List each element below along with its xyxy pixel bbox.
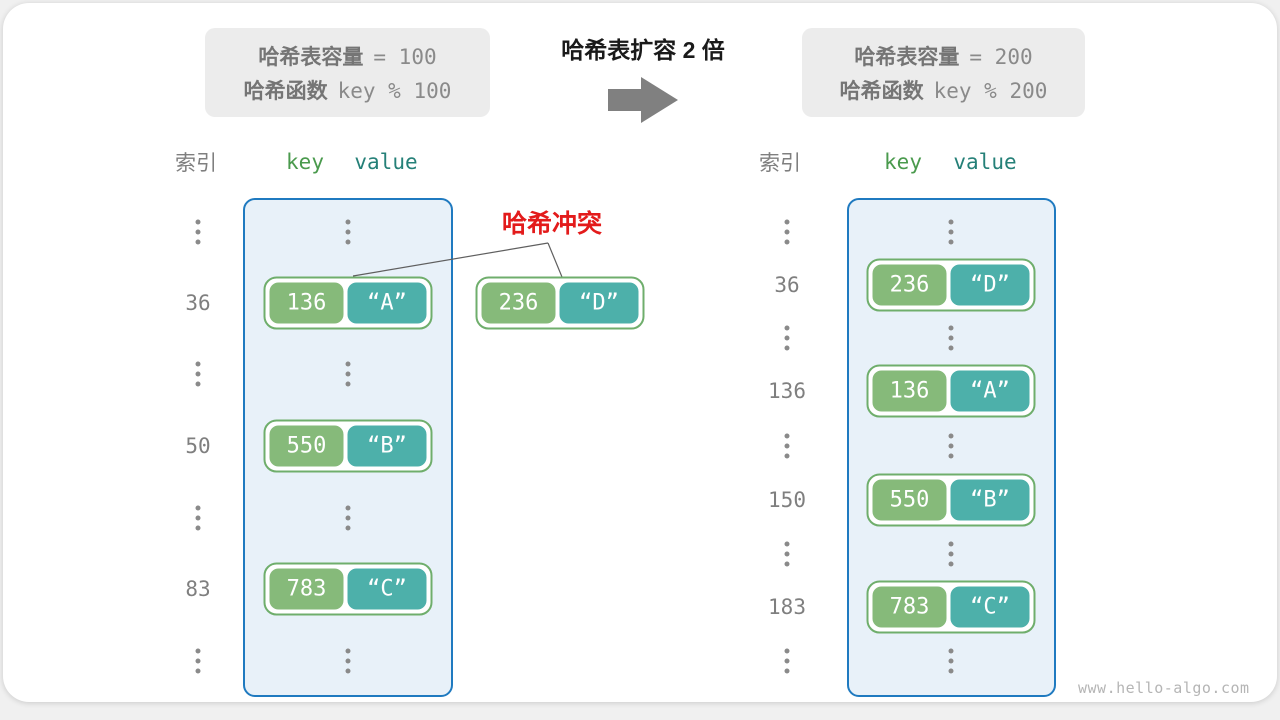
index-header-after: 索引	[759, 152, 801, 175]
capacity-value: = 100	[373, 44, 437, 69]
value-cell: “B”	[347, 425, 427, 467]
value-cell: “A”	[347, 282, 427, 324]
ellipsis-icon	[784, 219, 790, 245]
expand-arrow-icon	[608, 77, 678, 123]
ellipsis-icon	[784, 325, 790, 351]
ellipsis-icon	[195, 648, 201, 674]
capacity-label: 哈希表容量	[854, 45, 960, 69]
ellipsis-icon	[948, 433, 954, 459]
capacity-value: = 200	[969, 44, 1033, 69]
ellipsis-icon	[784, 433, 790, 459]
key-cell: 550	[269, 425, 344, 467]
key-cell: 236	[481, 282, 556, 324]
ellipsis-icon	[195, 219, 201, 245]
index-label: 136	[768, 379, 806, 403]
key-header-before: key	[286, 150, 324, 174]
value-cell: “C”	[950, 586, 1030, 628]
diagram-canvas	[3, 3, 1277, 702]
value-cell: “D”	[950, 264, 1030, 306]
expand-title: 哈希表扩容 2 倍	[561, 37, 725, 63]
ellipsis-icon	[195, 505, 201, 531]
hash-function-label: 哈希函数	[839, 79, 924, 103]
collision-label: 哈希冲突	[501, 210, 603, 238]
key-cell: 136	[872, 370, 947, 412]
info-box-after: 哈希表容量 = 200 哈希函数 key % 200	[802, 28, 1085, 117]
index-label: 183	[768, 595, 806, 619]
kv-pair-collision: 236 “D”	[475, 276, 645, 330]
ellipsis-icon	[948, 219, 954, 245]
key-cell: 236	[872, 264, 947, 306]
ellipsis-icon	[345, 219, 351, 245]
value-header-before: value	[354, 150, 418, 174]
hash-function-line: 哈希函数 key % 200	[840, 75, 1048, 105]
ellipsis-icon	[345, 648, 351, 674]
hash-function-label: 哈希函数	[243, 79, 328, 103]
ellipsis-icon	[948, 648, 954, 674]
value-cell: “C”	[347, 568, 427, 610]
index-label: 150	[768, 488, 806, 512]
ellipsis-icon	[195, 361, 201, 387]
key-cell: 136	[269, 282, 344, 324]
index-label: 36	[774, 273, 800, 297]
ellipsis-icon	[948, 541, 954, 567]
kv-pair: 783 “C”	[263, 562, 433, 616]
value-cell: “D”	[559, 282, 639, 324]
info-box-before: 哈希表容量 = 100 哈希函数 key % 100	[205, 28, 490, 117]
value-header-after: value	[953, 150, 1017, 174]
index-header-before: 索引	[175, 152, 217, 175]
ellipsis-icon	[784, 648, 790, 674]
hash-function-value: key % 100	[337, 78, 452, 103]
key-cell: 783	[269, 568, 344, 610]
key-cell: 550	[872, 479, 947, 521]
key-cell: 783	[872, 586, 947, 628]
kv-pair: 550 “B”	[263, 419, 433, 473]
kv-pair: 550 “B”	[866, 473, 1036, 527]
key-header-after: key	[884, 150, 922, 174]
kv-pair: 783 “C”	[866, 580, 1036, 634]
kv-pair: 236 “D”	[866, 258, 1036, 312]
index-label: 83	[185, 577, 211, 601]
value-cell: “B”	[950, 479, 1030, 521]
value-cell: “A”	[950, 370, 1030, 412]
capacity-line: 哈希表容量 = 200	[854, 41, 1032, 71]
hash-function-line: 哈希函数 key % 100	[244, 75, 452, 105]
index-label: 50	[185, 434, 211, 458]
kv-pair: 136 “A”	[263, 276, 433, 330]
kv-pair: 136 “A”	[866, 364, 1036, 418]
ellipsis-icon	[948, 325, 954, 351]
capacity-line: 哈希表容量 = 100	[258, 41, 436, 71]
ellipsis-icon	[345, 361, 351, 387]
index-label: 36	[185, 291, 211, 315]
ellipsis-icon	[784, 541, 790, 567]
ellipsis-icon	[345, 505, 351, 531]
watermark: www.hello-algo.com	[1078, 679, 1250, 697]
hash-function-value: key % 200	[933, 78, 1048, 103]
capacity-label: 哈希表容量	[258, 45, 364, 69]
